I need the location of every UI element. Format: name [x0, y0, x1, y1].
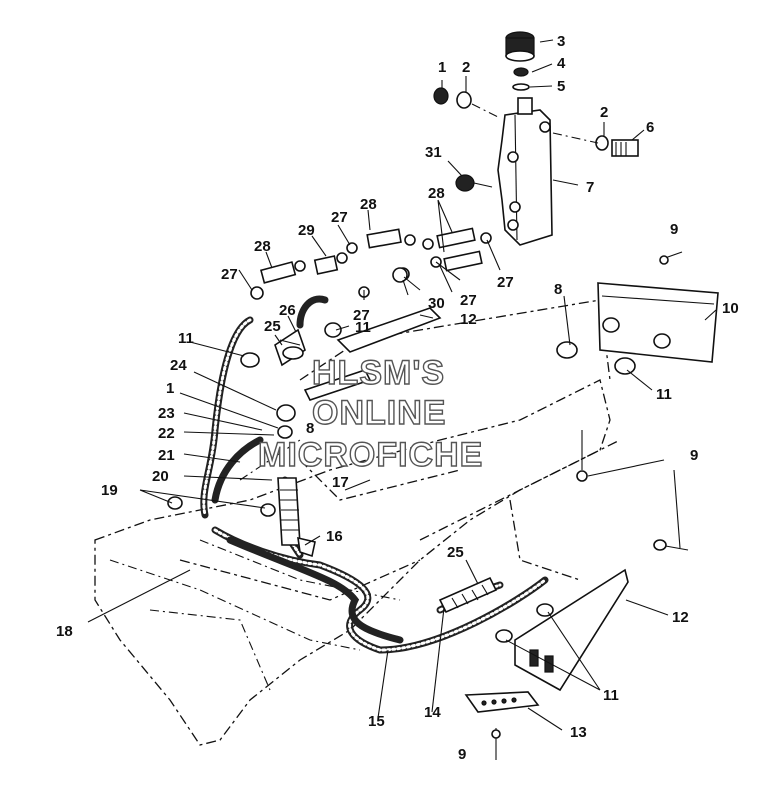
callout-30: 30	[428, 295, 445, 312]
bellows-lower	[438, 576, 498, 614]
grommets	[167, 267, 408, 517]
callout-5: 5	[557, 78, 565, 95]
watermark: HLSM'S ONLINE MICROFICHE	[257, 353, 483, 474]
callout-18: 18	[56, 623, 73, 640]
callout-14: 14	[424, 704, 441, 721]
fitting-29	[313, 252, 348, 275]
callout-numbers: 1 2 3 4 5 2 6 31 7 28 27 28 29 28 27 27 …	[56, 33, 739, 763]
callout-23: 23	[158, 405, 175, 422]
callout-11: 11	[656, 386, 672, 403]
callout-27: 27	[497, 274, 514, 291]
callout-2: 2	[600, 104, 608, 121]
callout-27: 27	[331, 209, 348, 226]
rear-bracket	[597, 282, 719, 363]
callout-15: 15	[368, 713, 385, 730]
callout-12: 12	[672, 609, 689, 626]
callout-28: 28	[428, 185, 445, 202]
callout-17: 17	[332, 474, 349, 491]
bracket-plate-upper	[303, 307, 442, 401]
callout-24: 24	[170, 357, 187, 374]
callout-31: 31	[425, 144, 442, 161]
coolant-hoses	[200, 295, 549, 654]
callout-20: 20	[152, 468, 169, 485]
callout-11: 11	[355, 319, 371, 336]
rivets	[491, 251, 689, 760]
callout-21: 21	[158, 447, 175, 464]
callout-10: 10	[722, 300, 739, 317]
coolant-bottle	[497, 97, 553, 246]
bellows-upper	[274, 328, 306, 367]
callout-22: 22	[158, 425, 175, 442]
heat-exchanger	[277, 477, 316, 558]
callout-13: 13	[570, 724, 587, 741]
callout-26: 26	[279, 302, 296, 319]
callout-12: 12	[460, 311, 477, 328]
callout-4: 4	[557, 55, 566, 72]
callout-11: 11	[603, 687, 619, 704]
watermark-line-3: MICROFICHE	[258, 436, 483, 474]
filler-cap	[505, 31, 535, 91]
callout-19: 19	[101, 482, 118, 499]
callout-8: 8	[554, 281, 562, 298]
callout-16: 16	[326, 528, 343, 545]
watermark-line-1: HLSM'S	[312, 354, 445, 392]
tubes-clamps	[250, 227, 492, 300]
callout-8: 8	[306, 420, 314, 437]
mount-hardware	[433, 87, 639, 157]
callout-9: 9	[458, 746, 466, 763]
callout-28: 28	[254, 238, 271, 255]
callout-leaders	[87, 39, 717, 731]
callout-2: 2	[462, 59, 470, 76]
callout-27: 27	[353, 307, 370, 324]
fitting-31	[455, 174, 493, 192]
callout-25: 25	[264, 318, 281, 335]
callout-7: 7	[586, 179, 594, 196]
watermark-line-2: ONLINE	[312, 394, 446, 432]
callout-27: 27	[460, 292, 477, 309]
callout-1: 1	[166, 380, 174, 397]
callout-9: 9	[690, 447, 698, 464]
callout-29: 29	[298, 222, 315, 239]
callout-1: 1	[438, 59, 446, 76]
callout-3: 3	[557, 33, 565, 50]
mount-plate-13	[464, 691, 540, 713]
callout-11: 11	[178, 330, 194, 347]
callout-25: 25	[447, 544, 464, 561]
callout-9: 9	[670, 221, 678, 238]
callout-28: 28	[360, 196, 377, 213]
callout-6: 6	[646, 119, 654, 136]
callout-27: 27	[221, 266, 238, 283]
